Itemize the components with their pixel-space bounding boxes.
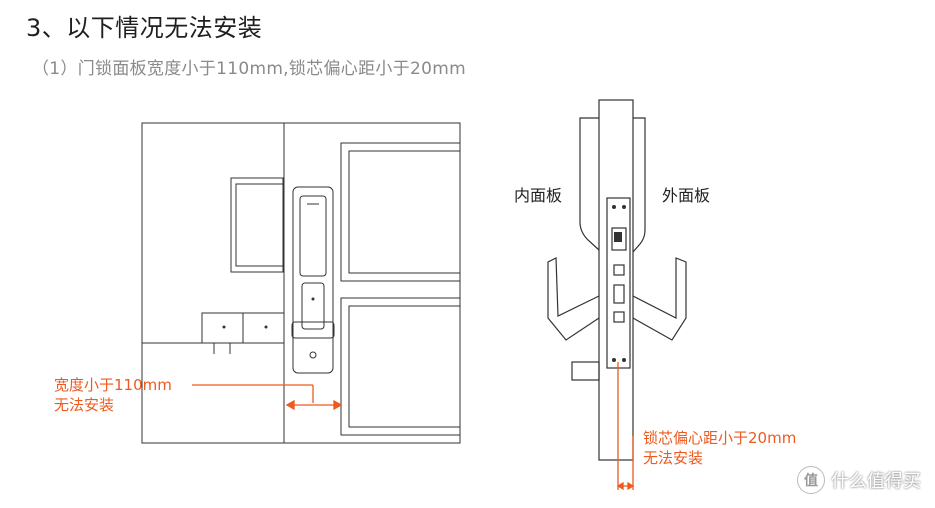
door-frame: [141, 122, 461, 444]
outer-panel-label: 外面板: [662, 186, 711, 205]
inner-panel-label: 内面板: [514, 186, 563, 205]
door-slab: [598, 99, 634, 461]
lock-screen: [299, 195, 327, 277]
watermark-text: 什么值得买: [831, 471, 921, 492]
width-note: 宽度小于110mm 无法安装: [54, 375, 172, 415]
watermark-logo-icon: 值: [797, 466, 825, 494]
lock-handle-area: [301, 282, 325, 330]
lock-body: [606, 197, 631, 369]
keyhole: [309, 351, 317, 359]
width-note-line1: 宽度小于110mm: [54, 376, 172, 394]
inner-knob: [571, 361, 600, 381]
offset-note: 锁芯偏心距小于20mm 无法安装: [643, 428, 796, 468]
lock-panel: [292, 186, 334, 374]
outer-handle: [632, 257, 687, 341]
inner-panel-outline: [579, 117, 600, 251]
width-note-line2: 无法安装: [54, 396, 115, 414]
offset-note-line1: 锁芯偏心距小于20mm: [643, 429, 797, 447]
offset-note-line2: 无法安装: [643, 449, 704, 467]
watermark: 值 什么值得买: [797, 466, 921, 494]
lock-handle: [291, 321, 335, 339]
page-title: 3、以下情况无法安装: [26, 14, 263, 42]
inner-handle: [547, 257, 600, 341]
page-subtitle: （1）门锁面板宽度小于110mm,锁芯偏心距小于20mm: [32, 59, 466, 79]
outer-panel-outline: [632, 117, 646, 253]
